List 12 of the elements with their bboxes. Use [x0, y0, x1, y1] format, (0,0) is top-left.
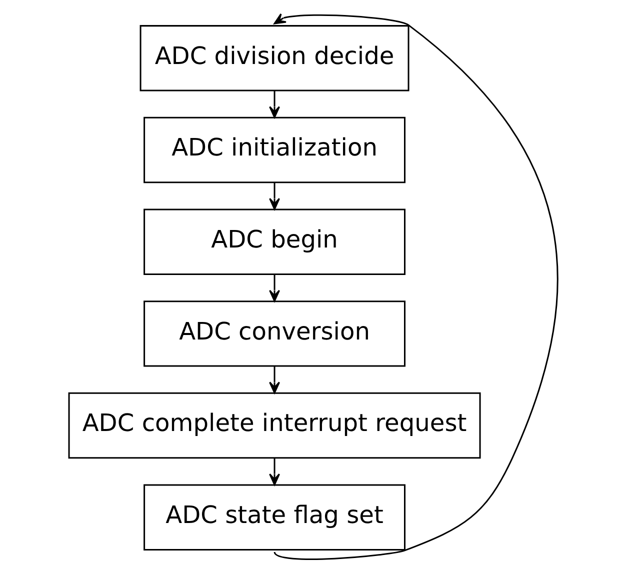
- arrow: [269, 274, 280, 302]
- node-box: ADC state flag set: [144, 484, 406, 550]
- arrow: [274, 13, 558, 560]
- arrow: [269, 90, 280, 118]
- arrow: [269, 182, 280, 210]
- node-box: ADC conversion: [144, 300, 406, 367]
- arrow: [269, 366, 280, 394]
- node-box: ADC begin: [144, 208, 406, 275]
- node-box: ADC complete interrupt request: [68, 392, 481, 459]
- node-box: ADC initialization: [144, 116, 406, 184]
- node-box: ADC division decide: [140, 25, 410, 92]
- arrow: [269, 458, 280, 486]
